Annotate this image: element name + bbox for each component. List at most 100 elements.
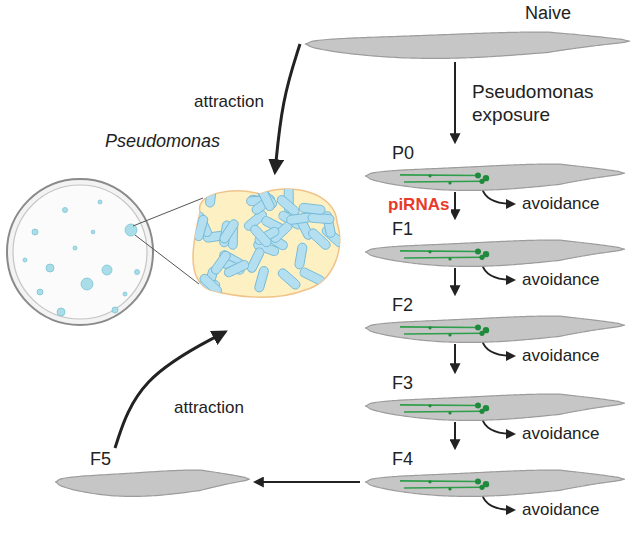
edge-label: attraction <box>172 398 246 418</box>
worm-body <box>365 470 624 496</box>
colony <box>98 200 102 204</box>
edge-label: piRNAs <box>386 195 451 215</box>
bacterium <box>218 218 240 245</box>
bacteria-rods <box>193 181 346 297</box>
colony <box>102 265 112 275</box>
gonad-dot <box>448 487 451 490</box>
node-label: F2 <box>392 294 413 316</box>
node-label: F5 <box>90 448 111 470</box>
edge-label: Pseudomonas exposure <box>470 80 604 126</box>
worm-body <box>305 32 629 58</box>
connector-arrow <box>454 422 456 448</box>
gonad-dot <box>475 324 481 330</box>
colony <box>57 308 65 316</box>
bacterium <box>299 203 326 215</box>
colony <box>32 229 38 235</box>
gonad-dot <box>428 326 431 329</box>
worm-node: F4 <box>360 448 630 498</box>
outcome-label: avoidance <box>520 500 602 520</box>
colony <box>125 224 137 236</box>
colony <box>112 307 118 313</box>
colony <box>135 270 140 275</box>
worm-body <box>56 470 250 496</box>
gonad-dot <box>475 478 481 484</box>
worm-node: F1 <box>360 218 630 268</box>
worm-node: F2 <box>360 294 630 344</box>
outcome-label: avoidance <box>520 270 602 290</box>
node-label: P0 <box>392 142 414 164</box>
colony <box>123 292 127 296</box>
gonad-dot <box>448 333 451 336</box>
zoom-lines <box>133 198 203 284</box>
connector-arrow <box>454 268 456 294</box>
colony <box>81 278 93 290</box>
bacterium <box>256 185 275 212</box>
bacterium <box>276 267 301 291</box>
worm-body <box>365 240 624 266</box>
connector-arrow <box>115 332 225 448</box>
node-shape <box>50 448 255 498</box>
colony <box>73 246 77 250</box>
gonad-dot <box>448 181 451 184</box>
gonad-dot <box>479 255 484 260</box>
worm-gonad <box>400 324 489 336</box>
node-label: F4 <box>392 448 413 470</box>
node-label: F1 <box>392 218 413 240</box>
outcome-label: avoidance <box>520 194 602 214</box>
worm-gonad <box>400 478 489 490</box>
colony <box>23 258 27 262</box>
bacterium <box>298 267 325 287</box>
bacterium <box>210 250 232 276</box>
worm-gonad <box>400 172 489 184</box>
outcome-label: avoidance <box>520 346 602 366</box>
colony <box>63 208 68 213</box>
worm-body <box>365 316 624 342</box>
connector-arrow <box>454 62 456 142</box>
gonad-dot <box>428 250 431 253</box>
dish-inner <box>13 185 147 319</box>
bacterium <box>294 242 307 269</box>
node-label: F3 <box>392 372 413 394</box>
gonad-dot <box>428 404 431 407</box>
gonad-dot <box>475 172 481 178</box>
edge-label: attraction <box>192 92 266 112</box>
outcome-label: avoidance <box>520 424 602 444</box>
bacterium <box>193 214 209 241</box>
dish-rim <box>7 179 153 325</box>
worm-gonad <box>400 248 489 260</box>
node-shape <box>5 172 345 332</box>
connector-arrow <box>454 192 456 218</box>
petri-dish: Pseudomonas <box>5 172 345 332</box>
gonad-dot <box>479 409 484 414</box>
bacterium <box>275 194 301 218</box>
node-shape <box>300 0 635 62</box>
gonad-dot <box>475 248 481 254</box>
colony <box>46 264 54 272</box>
connector-arrow <box>454 344 456 372</box>
worm-body <box>365 394 624 420</box>
gonad-dot <box>475 402 481 408</box>
gonad-dot <box>428 480 431 483</box>
connector-arrow <box>255 481 360 483</box>
worm-gonad <box>400 402 489 414</box>
worm-node: F3 <box>360 372 630 422</box>
worm-node: F5 <box>50 448 255 498</box>
worm-node: Naive <box>300 0 635 62</box>
worm-node: P0 <box>360 142 630 192</box>
node-label: Pseudomonas <box>105 130 220 152</box>
gonad-dot <box>428 174 431 177</box>
gonad-dot <box>448 411 451 414</box>
bacterium <box>254 265 270 292</box>
connector-arrow <box>275 44 300 172</box>
bacterium <box>205 181 217 208</box>
colony <box>37 289 43 295</box>
node-label: Naive <box>525 2 571 24</box>
gonad-dot <box>479 331 484 336</box>
bacterium <box>198 272 223 296</box>
colony <box>91 230 95 234</box>
bacterium <box>249 223 273 248</box>
worm-body <box>365 164 624 190</box>
gonad-dot <box>479 485 484 490</box>
gonad-dot <box>448 257 451 260</box>
